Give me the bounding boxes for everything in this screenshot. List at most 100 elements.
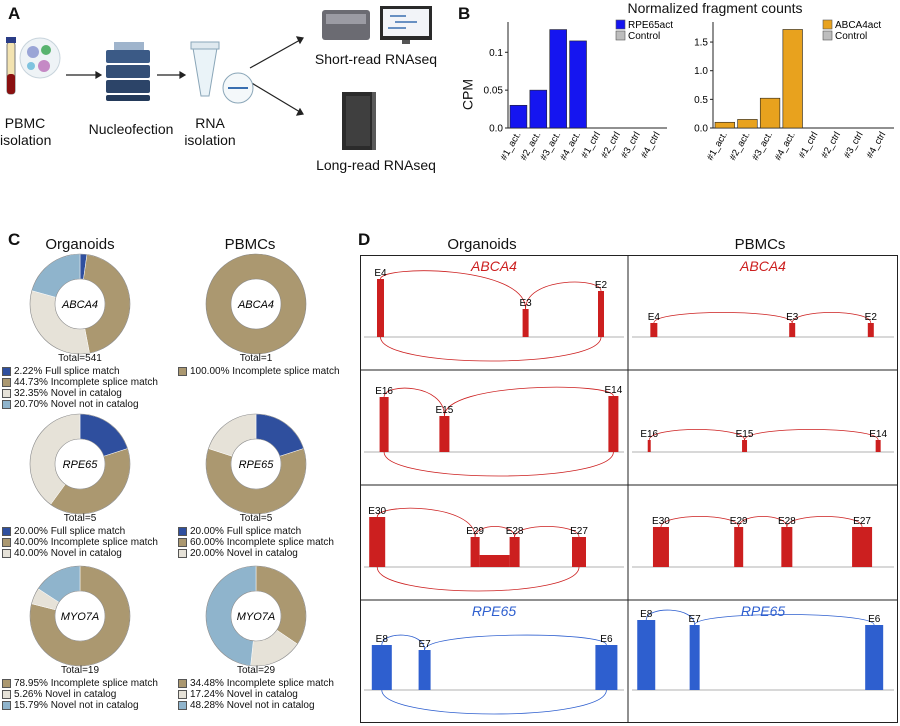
exon-bar — [509, 537, 520, 567]
junction-arc — [514, 526, 580, 538]
junction-arc — [381, 689, 607, 715]
workflow-schematic — [6, 6, 432, 150]
legend-text: 32.35% Novel in catalog — [14, 388, 122, 399]
donut-outline — [205, 413, 307, 515]
legend-text: 20.00% Full splice match — [190, 526, 302, 537]
d-col-title-pbmcs: PBMCs — [734, 236, 786, 253]
step-rna-isolation: RNA isolation — [184, 115, 236, 148]
x-tick-label: #4_ctrl — [639, 130, 663, 160]
blood-tube-icon — [6, 37, 16, 95]
donut-legend-item: 15.79% Novel not in catalog — [2, 700, 139, 711]
x-tick-label: #4_ctrl — [865, 130, 889, 160]
donut-hole — [230, 438, 282, 490]
donut-gene-label: ABCA4 — [237, 299, 274, 311]
x-tick-label: #2_act. — [727, 130, 752, 162]
exon-bar — [572, 537, 586, 567]
bar-#2_act. — [737, 119, 758, 129]
bar-#4_act. — [782, 29, 803, 129]
donut-outline — [29, 413, 131, 515]
bar-#3_act. — [759, 97, 781, 129]
exon-bar — [637, 620, 656, 690]
exon-bar — [371, 645, 392, 690]
donut-chart-rpe65: RPE65 — [29, 413, 131, 515]
bar-#1_act. — [714, 121, 735, 129]
donut-legend-item: 32.35% Novel in catalog — [2, 388, 122, 399]
donut-total: Total=5 — [239, 513, 273, 524]
y-tick-label: 0.5 — [694, 95, 708, 106]
exon-bar — [875, 440, 881, 452]
exon-bar — [418, 650, 431, 690]
exon-label: E6 — [868, 614, 881, 625]
legend-swatch — [615, 30, 626, 41]
donut-chart-abca4: ABCA4 — [29, 253, 131, 355]
exon-label: E14 — [869, 429, 887, 440]
donut-gene-label: RPE65 — [239, 459, 275, 471]
bar-chart-rpe65: 0.00.050.1#1_act.#2_act.#3_act.#4_act.#1… — [484, 19, 673, 162]
rna-tube-icon — [190, 41, 254, 104]
donut-legend-item: 20.00% Full splice match — [2, 526, 125, 537]
y-tick-label: 0.0 — [694, 124, 708, 135]
legend-swatch — [2, 701, 11, 710]
junction-arc — [648, 429, 745, 441]
donut-legend-item: 48.28% Novel not in catalog — [178, 700, 315, 711]
legend-text: 17.24% Novel in catalog — [190, 689, 298, 700]
x-tick-label: #1_ctrl — [797, 130, 821, 160]
bar-#4_act. — [569, 40, 587, 129]
exon-label: E3 — [519, 298, 532, 309]
donut-legend-item: 20.00% Novel in catalog — [178, 548, 298, 559]
exon-label: E3 — [786, 312, 799, 323]
junction-arc — [786, 516, 863, 528]
legend-label: RPE65act — [628, 20, 673, 31]
exon-label: E14 — [605, 385, 623, 396]
donut-legend-item: 34.48% Incomplete splice match — [178, 678, 334, 689]
legend-swatch — [178, 690, 187, 699]
donut-total: Total=541 — [58, 353, 102, 364]
donut-outline — [29, 565, 131, 667]
donut-legend-item: 78.95% Incomplete splice match — [2, 678, 158, 689]
x-tick-label: #3_ctrl — [842, 130, 866, 160]
exon-label: E8 — [376, 634, 389, 645]
exon-label: E30 — [368, 506, 386, 517]
sashimi-gene-label: ABCA4 — [739, 258, 786, 274]
junction-arc — [660, 516, 740, 528]
donut-legend-item: 44.73% Incomplete splice match — [2, 377, 158, 388]
donut-legend-item: 60.00% Incomplete splice match — [178, 537, 334, 548]
exon-bar — [439, 416, 450, 452]
junction-arc — [525, 281, 602, 310]
legend-swatch — [822, 19, 833, 30]
junction-arc — [380, 336, 602, 362]
exon-bar — [647, 440, 651, 452]
donut-gene-label: RPE65 — [63, 459, 99, 471]
legend-swatch — [2, 527, 11, 536]
legend-swatch — [2, 378, 11, 387]
bar-#1_act. — [509, 104, 528, 129]
donut-outline — [205, 565, 307, 667]
exon-bar — [652, 527, 669, 567]
exon-label: E27 — [853, 516, 871, 527]
junction-arc — [653, 312, 793, 324]
donut-chart-myo7a: MYO7A — [205, 565, 307, 667]
legend-swatch — [2, 679, 11, 688]
step-nucleofection: Nucleofection — [88, 121, 174, 137]
bar-#2_act. — [529, 89, 548, 129]
pbmc-cells-icon — [19, 37, 61, 79]
exon-label: E4 — [648, 312, 661, 323]
legend-swatch — [178, 367, 187, 376]
panel-letter-a: A — [8, 4, 21, 23]
exon-bar — [789, 323, 796, 337]
junction-arc — [380, 270, 526, 310]
panel-letter-b: B — [458, 4, 471, 23]
d-col-title-organoids: Organoids — [447, 236, 517, 253]
donut-gene-label: MYO7A — [237, 611, 276, 623]
sashimi-gene-label: RPE65 — [741, 603, 786, 619]
junction-arc — [738, 516, 788, 528]
exon-label: E7 — [689, 614, 702, 625]
x-tick-label: #2_ctrl — [819, 130, 843, 160]
y-axis-label: CPM — [459, 78, 476, 111]
